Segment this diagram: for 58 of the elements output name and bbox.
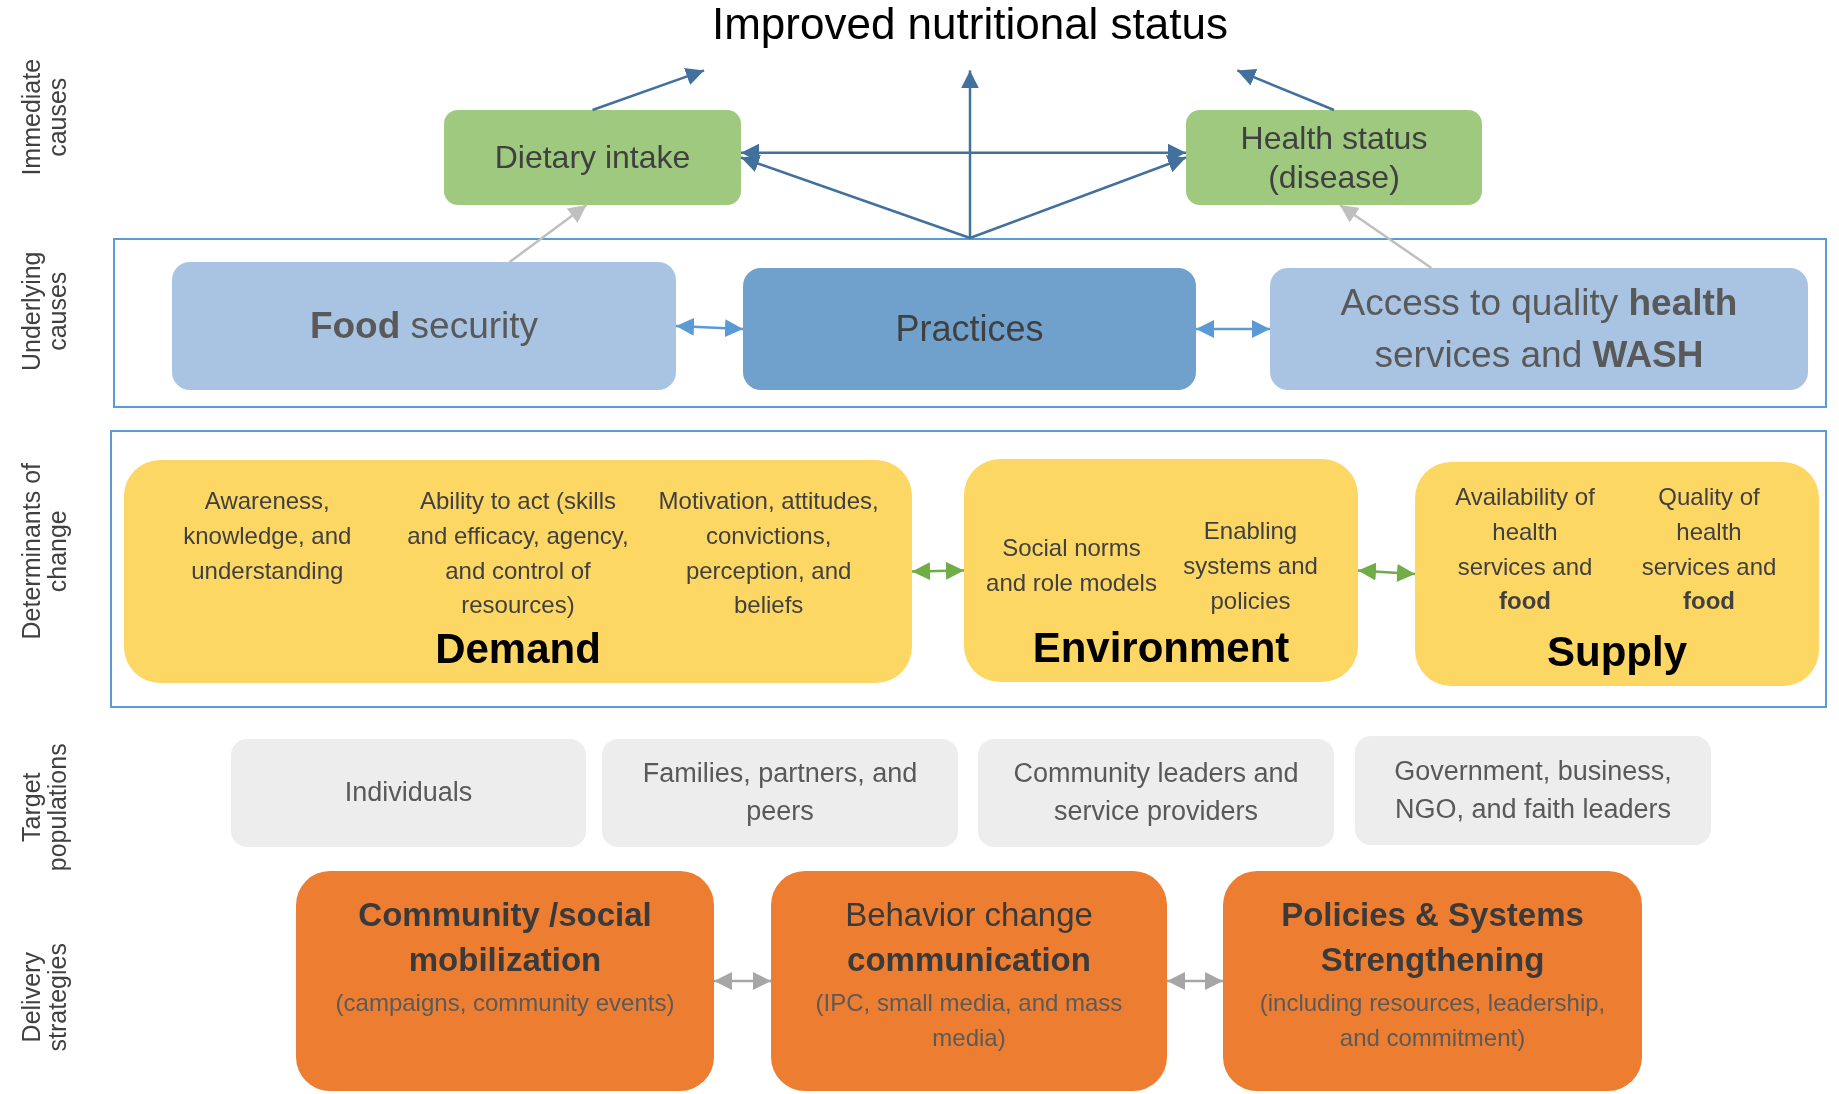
process-box — [1186, 110, 1482, 205]
category-heading: Supply — [1546, 628, 1688, 676]
strategy-box — [1223, 871, 1642, 1091]
population-label: Individuals — [344, 776, 473, 810]
arrow — [1167, 972, 1223, 990]
group-frame — [110, 430, 1827, 708]
strategy-description: (IPC, small media, and mass media) — [814, 988, 1124, 1053]
arrow — [508, 204, 588, 263]
process-box — [1270, 268, 1808, 390]
box-label: Health status (disease) — [1239, 119, 1429, 196]
arrow — [911, 561, 965, 581]
determinant-text: Motivation, attitudes, convictions, perception, and beliefs — [657, 486, 880, 621]
strategy-description: (including resources, leadership, and commitment) — [1258, 988, 1607, 1053]
arrow — [1236, 68, 1335, 112]
arrow — [969, 155, 1187, 240]
arrow — [740, 155, 971, 240]
strategy-heading: Community /social mobilization — [357, 895, 653, 980]
determinant-text: Availability of health services and food — [1455, 482, 1595, 617]
strategy-heading: Behavior change communication — [844, 895, 1094, 980]
row-label: Target populations — [17, 741, 71, 873]
category-box — [124, 460, 912, 683]
determinant-text: Enabling systems and policies — [1182, 516, 1319, 616]
determinant-text: Ability to act (skills and efficacy, agency, and control of resources) — [406, 486, 630, 621]
process-box — [172, 262, 676, 390]
strategy-box — [296, 871, 714, 1091]
row-label: Delivery strategies — [17, 941, 71, 1053]
arrow — [1339, 203, 1433, 270]
category-heading: Demand — [434, 625, 602, 673]
arrow — [1196, 320, 1270, 338]
determinant-text: Quality of health services and food — [1640, 482, 1778, 617]
row-label: Underlying causes — [17, 250, 71, 373]
row-label: Determinants of change — [17, 461, 71, 641]
population-label: Community leaders and service providers — [1012, 757, 1300, 828]
process-box — [743, 268, 1196, 390]
determinant-text: Social norms and role models — [985, 533, 1158, 599]
group-frame — [113, 238, 1827, 408]
determinant-text: Awareness, knowledge, and understanding — [182, 486, 353, 586]
box-label: Practices — [895, 308, 1044, 350]
category-box — [964, 459, 1358, 682]
heading-text: Improved nutritional status — [640, 0, 1300, 71]
arrow — [675, 317, 744, 338]
strategy-description: (campaigns, community events) — [335, 988, 675, 1019]
box-label: Dietary intake — [494, 138, 691, 177]
arrow — [1357, 562, 1416, 582]
arrow — [592, 67, 705, 112]
category-box — [1415, 462, 1819, 686]
strategy-box — [771, 871, 1167, 1091]
population-label: Government, business, NGO, and faith leaders — [1393, 754, 1673, 826]
category-heading: Environment — [1031, 624, 1291, 672]
arrow — [741, 143, 1186, 162]
row-label: Immediate causes — [17, 57, 71, 178]
population-label: Families, partners, and peers — [641, 757, 919, 828]
process-box — [444, 110, 741, 205]
arrow — [961, 70, 979, 238]
arrow — [714, 972, 771, 990]
box-label: Access to quality health services and WASH — [1339, 281, 1739, 377]
box-label: Food security — [309, 304, 539, 349]
strategy-heading: Policies & Systems Strengthening — [1280, 895, 1585, 980]
